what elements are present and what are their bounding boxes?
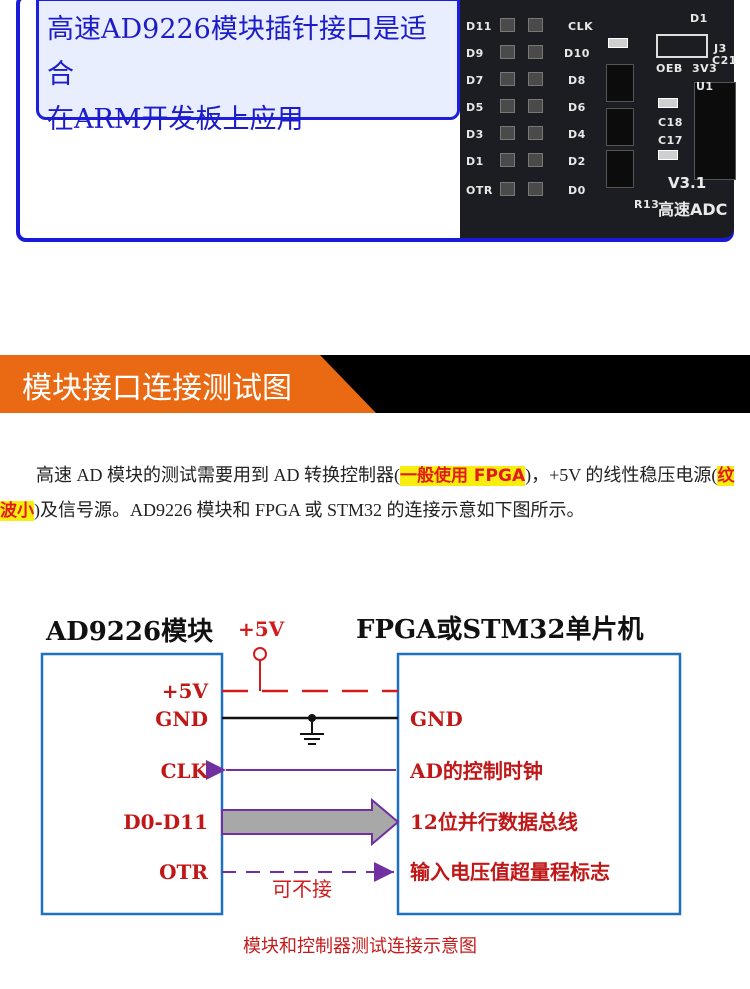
right-pin-label: GND <box>410 707 463 731</box>
para-text: )，+5V 的线性稳压电源( <box>525 465 718 485</box>
pin-label: CLK <box>568 20 594 33</box>
section-banner-accent <box>0 355 376 413</box>
controller-title: FPGA或STM32单片机 <box>356 615 643 645</box>
supply-label: +5V <box>238 617 285 641</box>
pin-label: D3 <box>466 128 484 141</box>
left-pin-label: +5V <box>162 679 209 703</box>
photo-caption-box: 高速AD9226模块插针接口是适合 在ARM开发板上应用 <box>36 0 460 135</box>
data-bus-arrow <box>221 797 400 847</box>
controller-box <box>396 652 682 916</box>
left-pin-label: GND <box>155 707 208 731</box>
right-pin-label: 输入电压值超量程标志 <box>410 860 610 884</box>
silk-label: U1 <box>696 80 714 93</box>
silk-label: J3 <box>714 42 727 55</box>
pin-label: D6 <box>568 101 586 114</box>
silk-label: OEB <box>656 62 683 75</box>
silk-label: C18 <box>658 116 683 129</box>
highlight-fpga: 一般使用 FPGA <box>400 466 526 486</box>
module-title: AD9226模块 <box>45 617 213 647</box>
photo-caption: 高速AD9226模块插针接口是适合 在ARM开发板上应用 <box>47 14 427 135</box>
supply-terminal <box>253 647 267 661</box>
diagram-caption: 模块和控制器测试连接示意图 <box>243 936 477 957</box>
silk-label: R13 <box>634 198 660 211</box>
module-box <box>40 652 224 916</box>
left-pin-label: CLK <box>161 759 209 783</box>
para-text: )及信号源。AD9226 模块和 FPGA 或 STM32 的连接示意如下图所示… <box>34 500 585 520</box>
pin-label: D0 <box>568 184 586 197</box>
pin-label: D1 <box>466 155 484 168</box>
silk-label: C17 <box>658 134 683 147</box>
jumper-header <box>656 34 708 58</box>
pin-label: D2 <box>568 155 586 168</box>
section-title: 模块接口连接测试图 <box>22 371 292 406</box>
right-pin-label: 12位并行数据总线 <box>410 810 578 834</box>
pin-label: D10 <box>564 47 590 60</box>
right-pin-label: AD的控制时钟 <box>409 759 543 783</box>
pcb-photo: D11 D9 D7 D5 D3 D1 OTR CLK D10 D8 D6 D4 … <box>460 0 737 238</box>
left-pin-label: OTR <box>159 860 208 884</box>
intro-paragraph: 高速 AD 模块的测试需要用到 AD 转换控制器(一般使用 FPGA)，+5V … <box>0 458 750 528</box>
pin-label: D9 <box>466 47 484 60</box>
pin-label: OTR <box>466 184 493 197</box>
board-version: V3.1 <box>668 174 707 192</box>
silk-label: C21 <box>712 54 737 67</box>
silk-label: 3V3 <box>692 62 718 75</box>
pin-label: D5 <box>466 101 484 114</box>
section-banner: 模块接口连接测试图 <box>0 355 750 413</box>
pin-label: D4 <box>568 128 586 141</box>
product-photo-panel: 高速AD9226模块插针接口是适合 在ARM开发板上应用 D11 D9 D7 D… <box>16 0 737 242</box>
pin-label: D11 <box>466 20 492 33</box>
left-pin-label: D0-D11 <box>123 810 208 834</box>
pin-label: D7 <box>466 74 484 87</box>
para-text: 高速 AD 模块的测试需要用到 AD 转换控制器( <box>36 465 400 485</box>
connection-diagram: AD9226模块 +5V FPGA或STM32单片机 可不接 +5V GND C… <box>40 615 682 916</box>
pin-label: D8 <box>568 74 586 87</box>
board-name: 高速ADC <box>658 200 728 219</box>
silk-label: D1 <box>690 12 708 25</box>
optional-note: 可不接 <box>272 877 332 901</box>
